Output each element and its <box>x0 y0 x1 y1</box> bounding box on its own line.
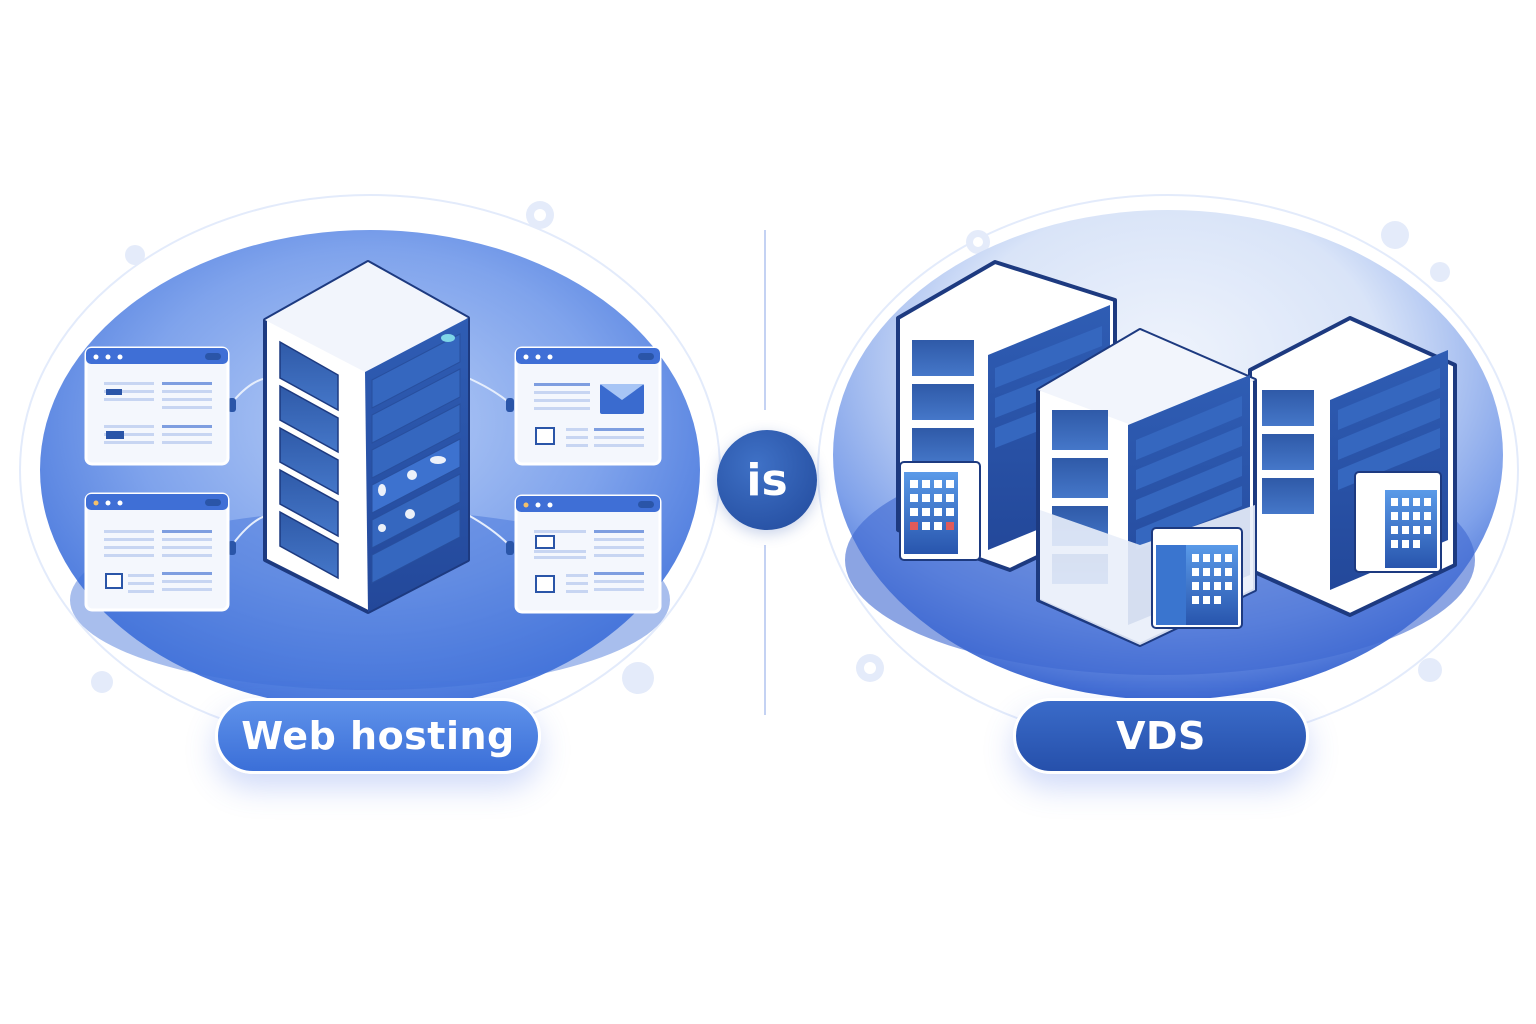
virtual-container-icon <box>899 461 981 561</box>
virtual-container-icon <box>1354 471 1442 573</box>
vds-label: VDS <box>1013 698 1309 774</box>
connector-nodes <box>228 398 514 555</box>
web-hosting-label: Web hosting <box>215 698 541 774</box>
comparison-badge: is <box>717 430 817 530</box>
image-placeholder-icon <box>535 427 555 445</box>
website-window-top-left <box>84 346 230 466</box>
image-placeholder-icon <box>535 575 555 593</box>
vds-server-right-icon <box>1248 316 1457 617</box>
website-window-bottom-left <box>84 492 230 612</box>
shared-server-tower-icon <box>263 260 470 614</box>
image-placeholder-icon <box>105 573 123 589</box>
website-window-top-right <box>514 346 662 466</box>
vds-server-front-center-icon <box>1036 328 1257 647</box>
image-placeholder-icon <box>535 535 555 549</box>
virtual-container-icon <box>1151 527 1243 629</box>
email-envelope-icon <box>600 384 644 414</box>
website-window-bottom-right <box>514 494 662 614</box>
decorative-gear-icons <box>91 201 1450 694</box>
